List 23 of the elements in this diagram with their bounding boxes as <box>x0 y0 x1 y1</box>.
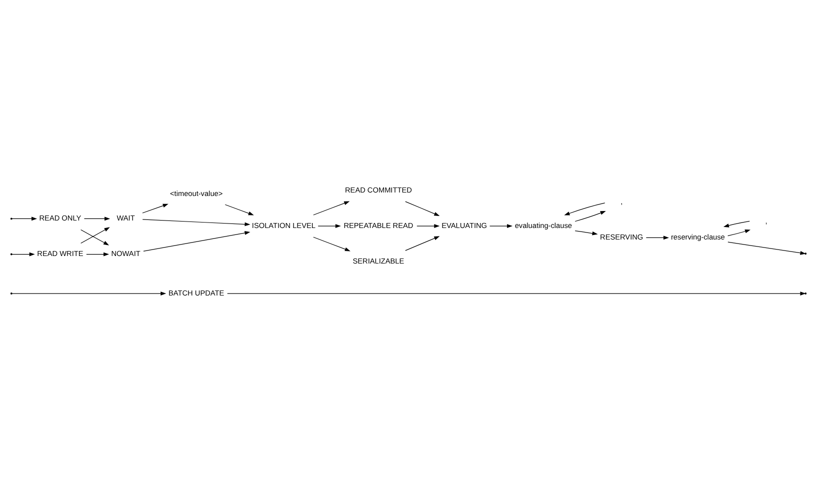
arrow <box>574 210 606 222</box>
arrow <box>12 291 166 295</box>
arrow <box>12 216 38 220</box>
arrow <box>723 220 750 227</box>
arrow <box>313 236 350 251</box>
arrow <box>84 216 110 220</box>
arrow <box>728 228 751 236</box>
arrow <box>227 291 806 295</box>
arrow <box>313 200 350 215</box>
arrow <box>12 252 35 256</box>
arrow <box>405 200 440 216</box>
arrow <box>224 204 254 215</box>
arrow <box>86 252 110 256</box>
arrow <box>489 224 513 228</box>
arrow <box>564 202 606 215</box>
arrow <box>142 203 168 213</box>
arrow <box>574 230 598 235</box>
arrow <box>142 218 250 226</box>
arrow <box>405 236 440 250</box>
arrow <box>416 224 440 228</box>
arrow <box>646 235 669 240</box>
arrow <box>318 224 341 228</box>
arrow <box>143 230 250 251</box>
